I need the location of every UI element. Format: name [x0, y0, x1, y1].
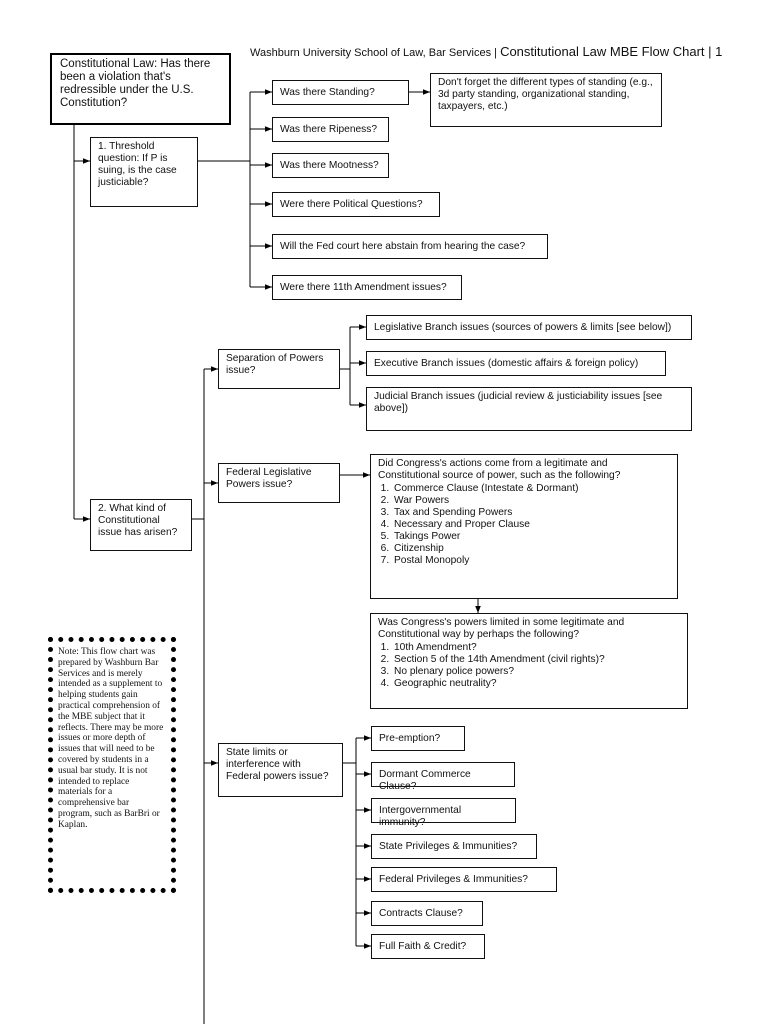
- legislative-branch-box: Legislative Branch issues (sources of po…: [366, 315, 692, 340]
- federal-legislative-box: Federal Legislative Powers issue?: [218, 463, 340, 503]
- threshold-question: 1. Threshold question: If P is suing, is…: [90, 137, 198, 207]
- mootness-box: Was there Mootness?: [272, 153, 389, 178]
- list-item: Citizenship: [392, 543, 670, 555]
- federal-sources-list: Commerce Clause (Intestate & Dormant) Wa…: [378, 483, 670, 567]
- contracts-clause-box: Contracts Clause?: [371, 901, 483, 926]
- list-item: Tax and Spending Powers: [392, 507, 670, 519]
- executive-branch-box: Executive Branch issues (domestic affair…: [366, 351, 666, 376]
- list-item: Commerce Clause (Intestate & Dormant): [392, 483, 670, 495]
- ripeness-box: Was there Ripeness?: [272, 117, 389, 142]
- header-title: Constitutional Law MBE Flow Chart | 1: [500, 44, 723, 59]
- political-questions-box: Were there Political Questions?: [272, 192, 440, 217]
- full-faith-credit-box: Full Faith & Credit?: [371, 934, 485, 959]
- federal-sources-box: Did Congress's actions come from a legit…: [370, 454, 678, 599]
- list-item: 10th Amendment?: [392, 642, 680, 654]
- federal-limits-box: Was Congress's powers limited in some le…: [370, 613, 688, 709]
- list-item: Necessary and Proper Clause: [392, 519, 670, 531]
- issue-question: 2. What kind of Constitutional issue has…: [90, 499, 192, 551]
- federal-privileges-box: Federal Privileges & Immunities?: [371, 867, 557, 892]
- list-item: Section 5 of the 14th Amendment (civil r…: [392, 654, 680, 666]
- state-limits-box: State limits or interference with Federa…: [218, 743, 343, 797]
- state-privileges-box: State Privileges & Immunities?: [371, 834, 537, 859]
- header-school: Washburn University School of Law, Bar S…: [250, 47, 497, 59]
- list-item: No plenary police powers?: [392, 666, 680, 678]
- federal-sources-intro: Did Congress's actions come from a legit…: [378, 458, 621, 481]
- list-item: War Powers: [392, 495, 670, 507]
- dormant-commerce-box: Dormant Commerce Clause?: [371, 762, 515, 792]
- list-item: Geographic neutrality?: [392, 678, 680, 690]
- eleventh-amendment-box: Were there 11th Amendment issues?: [272, 275, 462, 300]
- judicial-branch-box: Judicial Branch issues (judicial review …: [366, 387, 692, 431]
- standing-types-note: Don't forget the different types of stan…: [430, 73, 662, 127]
- list-item: Takings Power: [392, 531, 670, 543]
- abstention-box: Will the Fed court here abstain from hea…: [272, 234, 548, 259]
- page-header: Washburn University School of Law, Bar S…: [250, 44, 750, 59]
- preemption-box: Pre-emption?: [371, 726, 465, 751]
- standing-box: Was there Standing?: [272, 80, 409, 105]
- federal-limits-intro: Was Congress's powers limited in some le…: [378, 617, 625, 640]
- federal-limits-list: 10th Amendment? Section 5 of the 14th Am…: [378, 642, 680, 690]
- root-question: Constitutional Law: Has there been a vio…: [50, 53, 231, 125]
- intergovernmental-immunity-box: Intergovernmental immunity?: [371, 798, 516, 828]
- list-item: Postal Monopoly: [392, 555, 670, 567]
- separation-of-powers-box: Separation of Powers issue?: [218, 349, 340, 389]
- disclaimer-note: Note: This flow chart was prepared by Wa…: [48, 637, 176, 893]
